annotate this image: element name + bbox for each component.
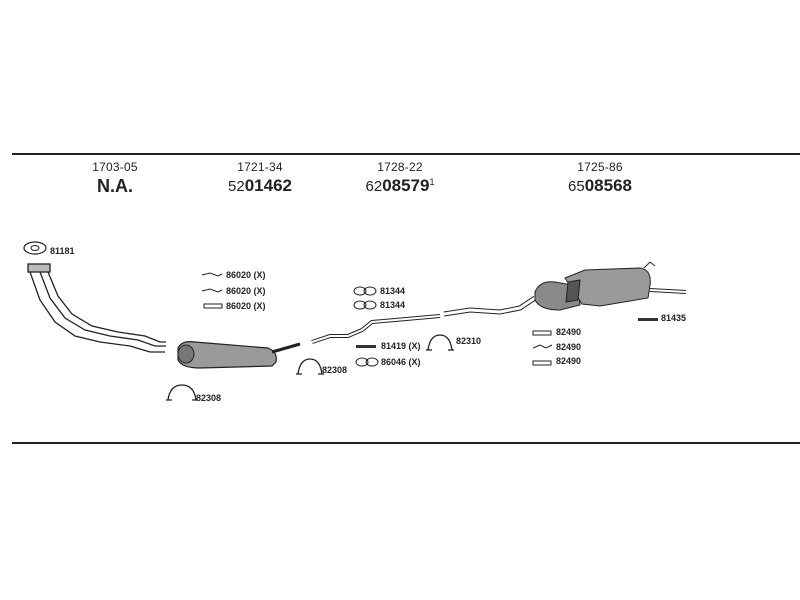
column-header-3: 1728-22 62085791 <box>350 160 450 196</box>
part-number: 1728-22 <box>377 160 423 174</box>
code-main: 08568 <box>584 176 632 195</box>
gasket-81181-icon <box>23 241 47 255</box>
label-86020: 86020 (X) <box>226 270 266 280</box>
code-prefix: 65 <box>568 178 585 195</box>
label-82490: 82490 <box>556 342 582 352</box>
code-main: 08579 <box>382 176 430 195</box>
label-86020: 86020 (X) <box>226 286 266 296</box>
mount-86046-icon <box>355 357 379 367</box>
column-header-4: 1725-86 6508568 <box>550 160 650 196</box>
order-code: 62085791 <box>350 176 450 196</box>
label-81344: 81344 <box>380 300 406 310</box>
front-downpipe <box>27 263 166 353</box>
clamp-82310-icon <box>426 334 454 351</box>
label-82490: 82490 <box>556 327 582 337</box>
bolt-81435-icon <box>638 318 658 321</box>
top-rule <box>12 153 800 155</box>
clamp-82308-icon <box>296 358 324 375</box>
label-81344: 81344 <box>380 286 406 296</box>
bolt-81419-icon <box>356 345 376 348</box>
label-81435: 81435 <box>661 313 687 323</box>
gasket-81344-icon <box>353 286 377 310</box>
code-superscript: 1 <box>429 177 435 187</box>
label-86046: 86046 (X) <box>381 357 421 367</box>
rear-pipe <box>443 295 537 317</box>
code-main: 01462 <box>244 176 292 195</box>
column-header-2: 1721-34 5201462 <box>210 160 310 196</box>
rear-silencer <box>534 261 687 311</box>
label-81181: 81181 <box>50 246 75 256</box>
code-main: N.A. <box>97 176 133 196</box>
label-81419: 81419 (X) <box>381 341 421 351</box>
bottom-rule <box>12 442 800 444</box>
part-number: 1725-86 <box>577 160 623 174</box>
label-86020: 86020 (X) <box>226 301 266 311</box>
label-82490: 82490 <box>556 356 582 366</box>
column-header-1: 1703-05 N.A. <box>70 160 160 197</box>
label-82310: 82310 <box>456 336 482 346</box>
part-number: 1721-34 <box>237 160 283 174</box>
front-silencer <box>177 341 301 369</box>
code-prefix: 52 <box>228 178 245 195</box>
mount-82490-icon <box>532 330 553 366</box>
order-code: N.A. <box>70 176 160 197</box>
order-code: 5201462 <box>210 176 310 196</box>
order-code: 6508568 <box>550 176 650 196</box>
mount-86020-icon <box>201 272 223 309</box>
label-82308: 82308 <box>322 365 348 375</box>
code-prefix: 62 <box>365 178 383 195</box>
clamp-82308-icon <box>166 384 198 401</box>
part-number: 1703-05 <box>92 160 138 174</box>
label-82308: 82308 <box>196 393 222 403</box>
intermediate-pipe <box>311 314 441 344</box>
